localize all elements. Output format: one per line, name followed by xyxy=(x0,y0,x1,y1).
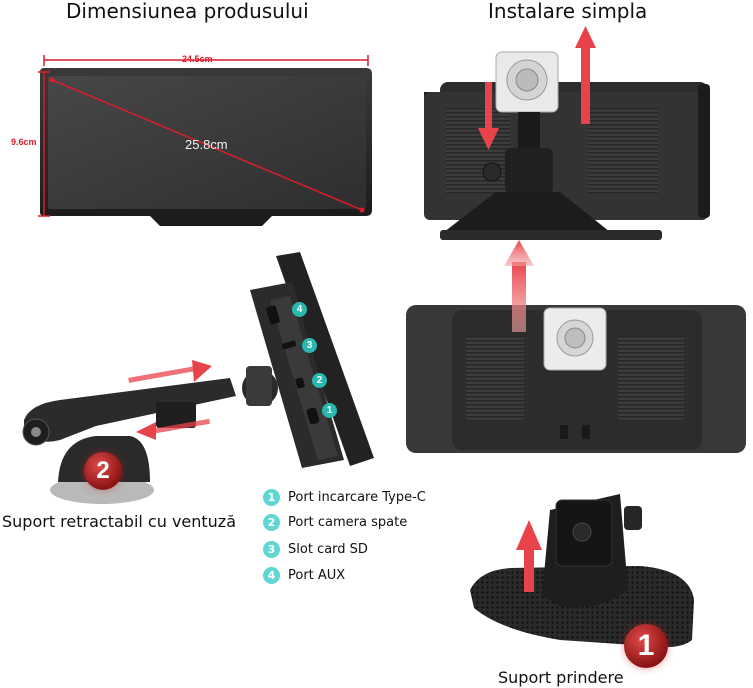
legend-number: 2 xyxy=(263,513,280,531)
legend-item-sd-card: 3 Slot card SD xyxy=(263,539,368,559)
legend-number: 1 xyxy=(263,488,280,506)
legend-number: 3 xyxy=(263,540,280,558)
legend-item-type-c: 1 Port incarcare Type-C xyxy=(263,487,426,507)
diagonal-label: 25.8cm xyxy=(185,137,228,152)
port-marker-4: 4 xyxy=(292,302,307,317)
step-number-clip: 1 xyxy=(624,624,668,668)
install-arrows xyxy=(478,26,596,332)
retract-arrows xyxy=(128,360,212,440)
install-heading: Instalare simpla xyxy=(488,0,648,23)
clip-mount-illustration xyxy=(470,494,694,648)
mount-caption: Suport prindere xyxy=(498,668,624,687)
device-back-mounted xyxy=(424,51,710,240)
legend-label: Slot card SD xyxy=(288,541,368,557)
dimensions-heading: Dimensiunea produsului xyxy=(66,0,309,23)
height-label: 9.6cm xyxy=(11,137,37,147)
port-marker-1: 1 xyxy=(322,403,337,418)
device-back-view xyxy=(406,305,746,453)
device-front-view xyxy=(38,55,372,226)
retractable-caption: Suport retractabil cu ventuză xyxy=(2,512,237,531)
port-marker-3: 3 xyxy=(302,338,317,353)
port-marker-2: 2 xyxy=(312,373,327,388)
legend-label: Port camera spate xyxy=(288,514,408,530)
step-number-suction: 2 xyxy=(84,452,122,490)
legend-item-aux: 4 Port AUX xyxy=(263,565,345,585)
width-label: 24.5cm xyxy=(182,54,213,64)
legend-number: 4 xyxy=(263,566,280,584)
legend-label: Port incarcare Type-C xyxy=(288,489,426,505)
legend-item-camera: 2 Port camera spate xyxy=(263,512,407,532)
legend-label: Port AUX xyxy=(288,567,346,583)
